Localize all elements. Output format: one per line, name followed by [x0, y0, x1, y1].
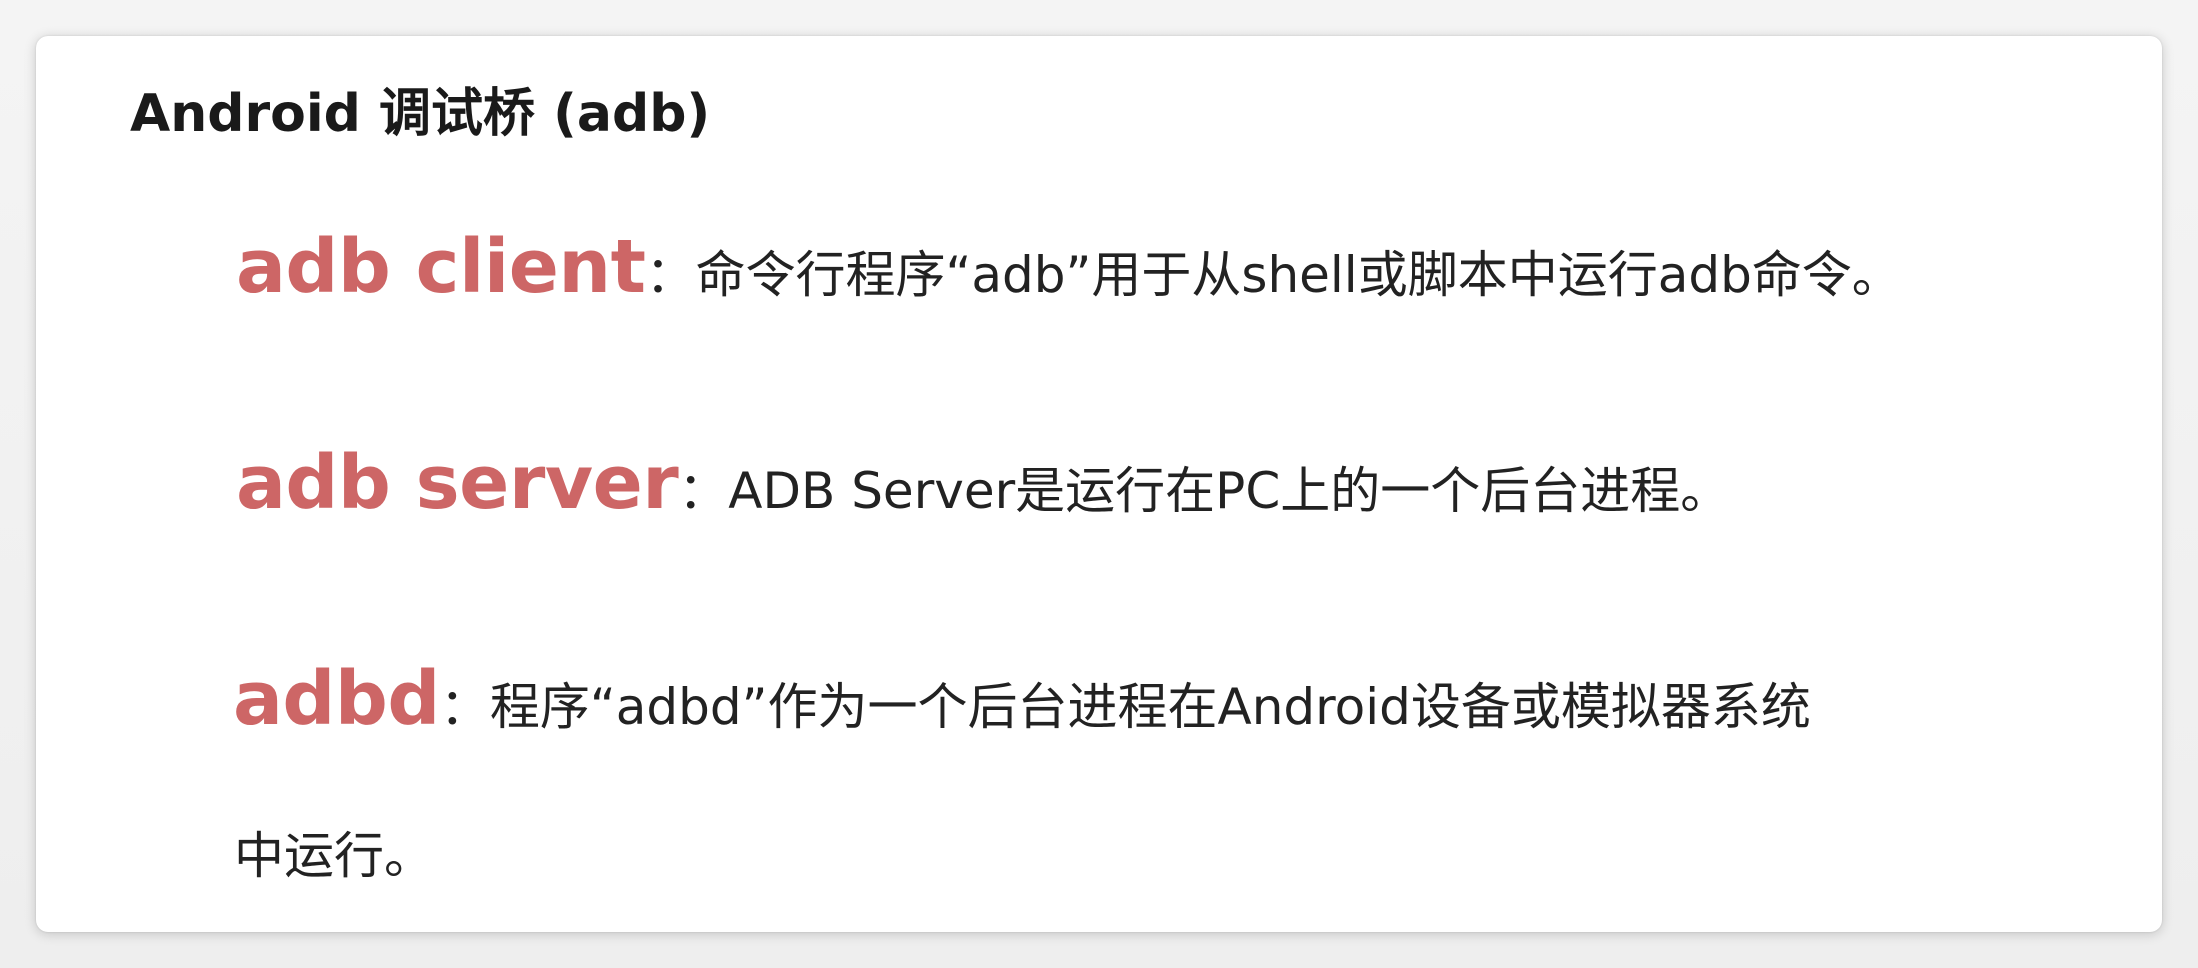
term-separator: ： [439, 678, 490, 736]
term-label: adb client [236, 224, 646, 310]
definition-adb-client: adb client：命令行程序“adb”用于从shell或脚本中运行adb命令… [236, 224, 1902, 310]
term-description: 命令行程序“adb”用于从shell或脚本中运行adb命令。 [695, 246, 1902, 304]
definition-adbd: adbd：程序“adbd”作为一个后台进程在Android设备或模拟器系统 [233, 656, 1811, 742]
page-title: Android 调试桥 (adb) [130, 84, 711, 144]
term-separator: ： [645, 246, 696, 304]
term-description-continued: 中运行。 [234, 827, 434, 885]
content-card: Android 调试桥 (adb) adb client：命令行程序“adb”用… [36, 36, 2162, 932]
term-description: 程序“adbd”作为一个后台进程在Android设备或模拟器系统 [489, 678, 1811, 736]
term-description: ADB Server是运行在PC上的一个后台进程。 [728, 462, 1731, 520]
term-label: adb server [236, 440, 679, 526]
term-label: adbd [233, 656, 440, 742]
term-separator: ： [678, 462, 729, 520]
definition-adb-server: adb server：ADB Server是运行在PC上的一个后台进程。 [236, 440, 1730, 526]
